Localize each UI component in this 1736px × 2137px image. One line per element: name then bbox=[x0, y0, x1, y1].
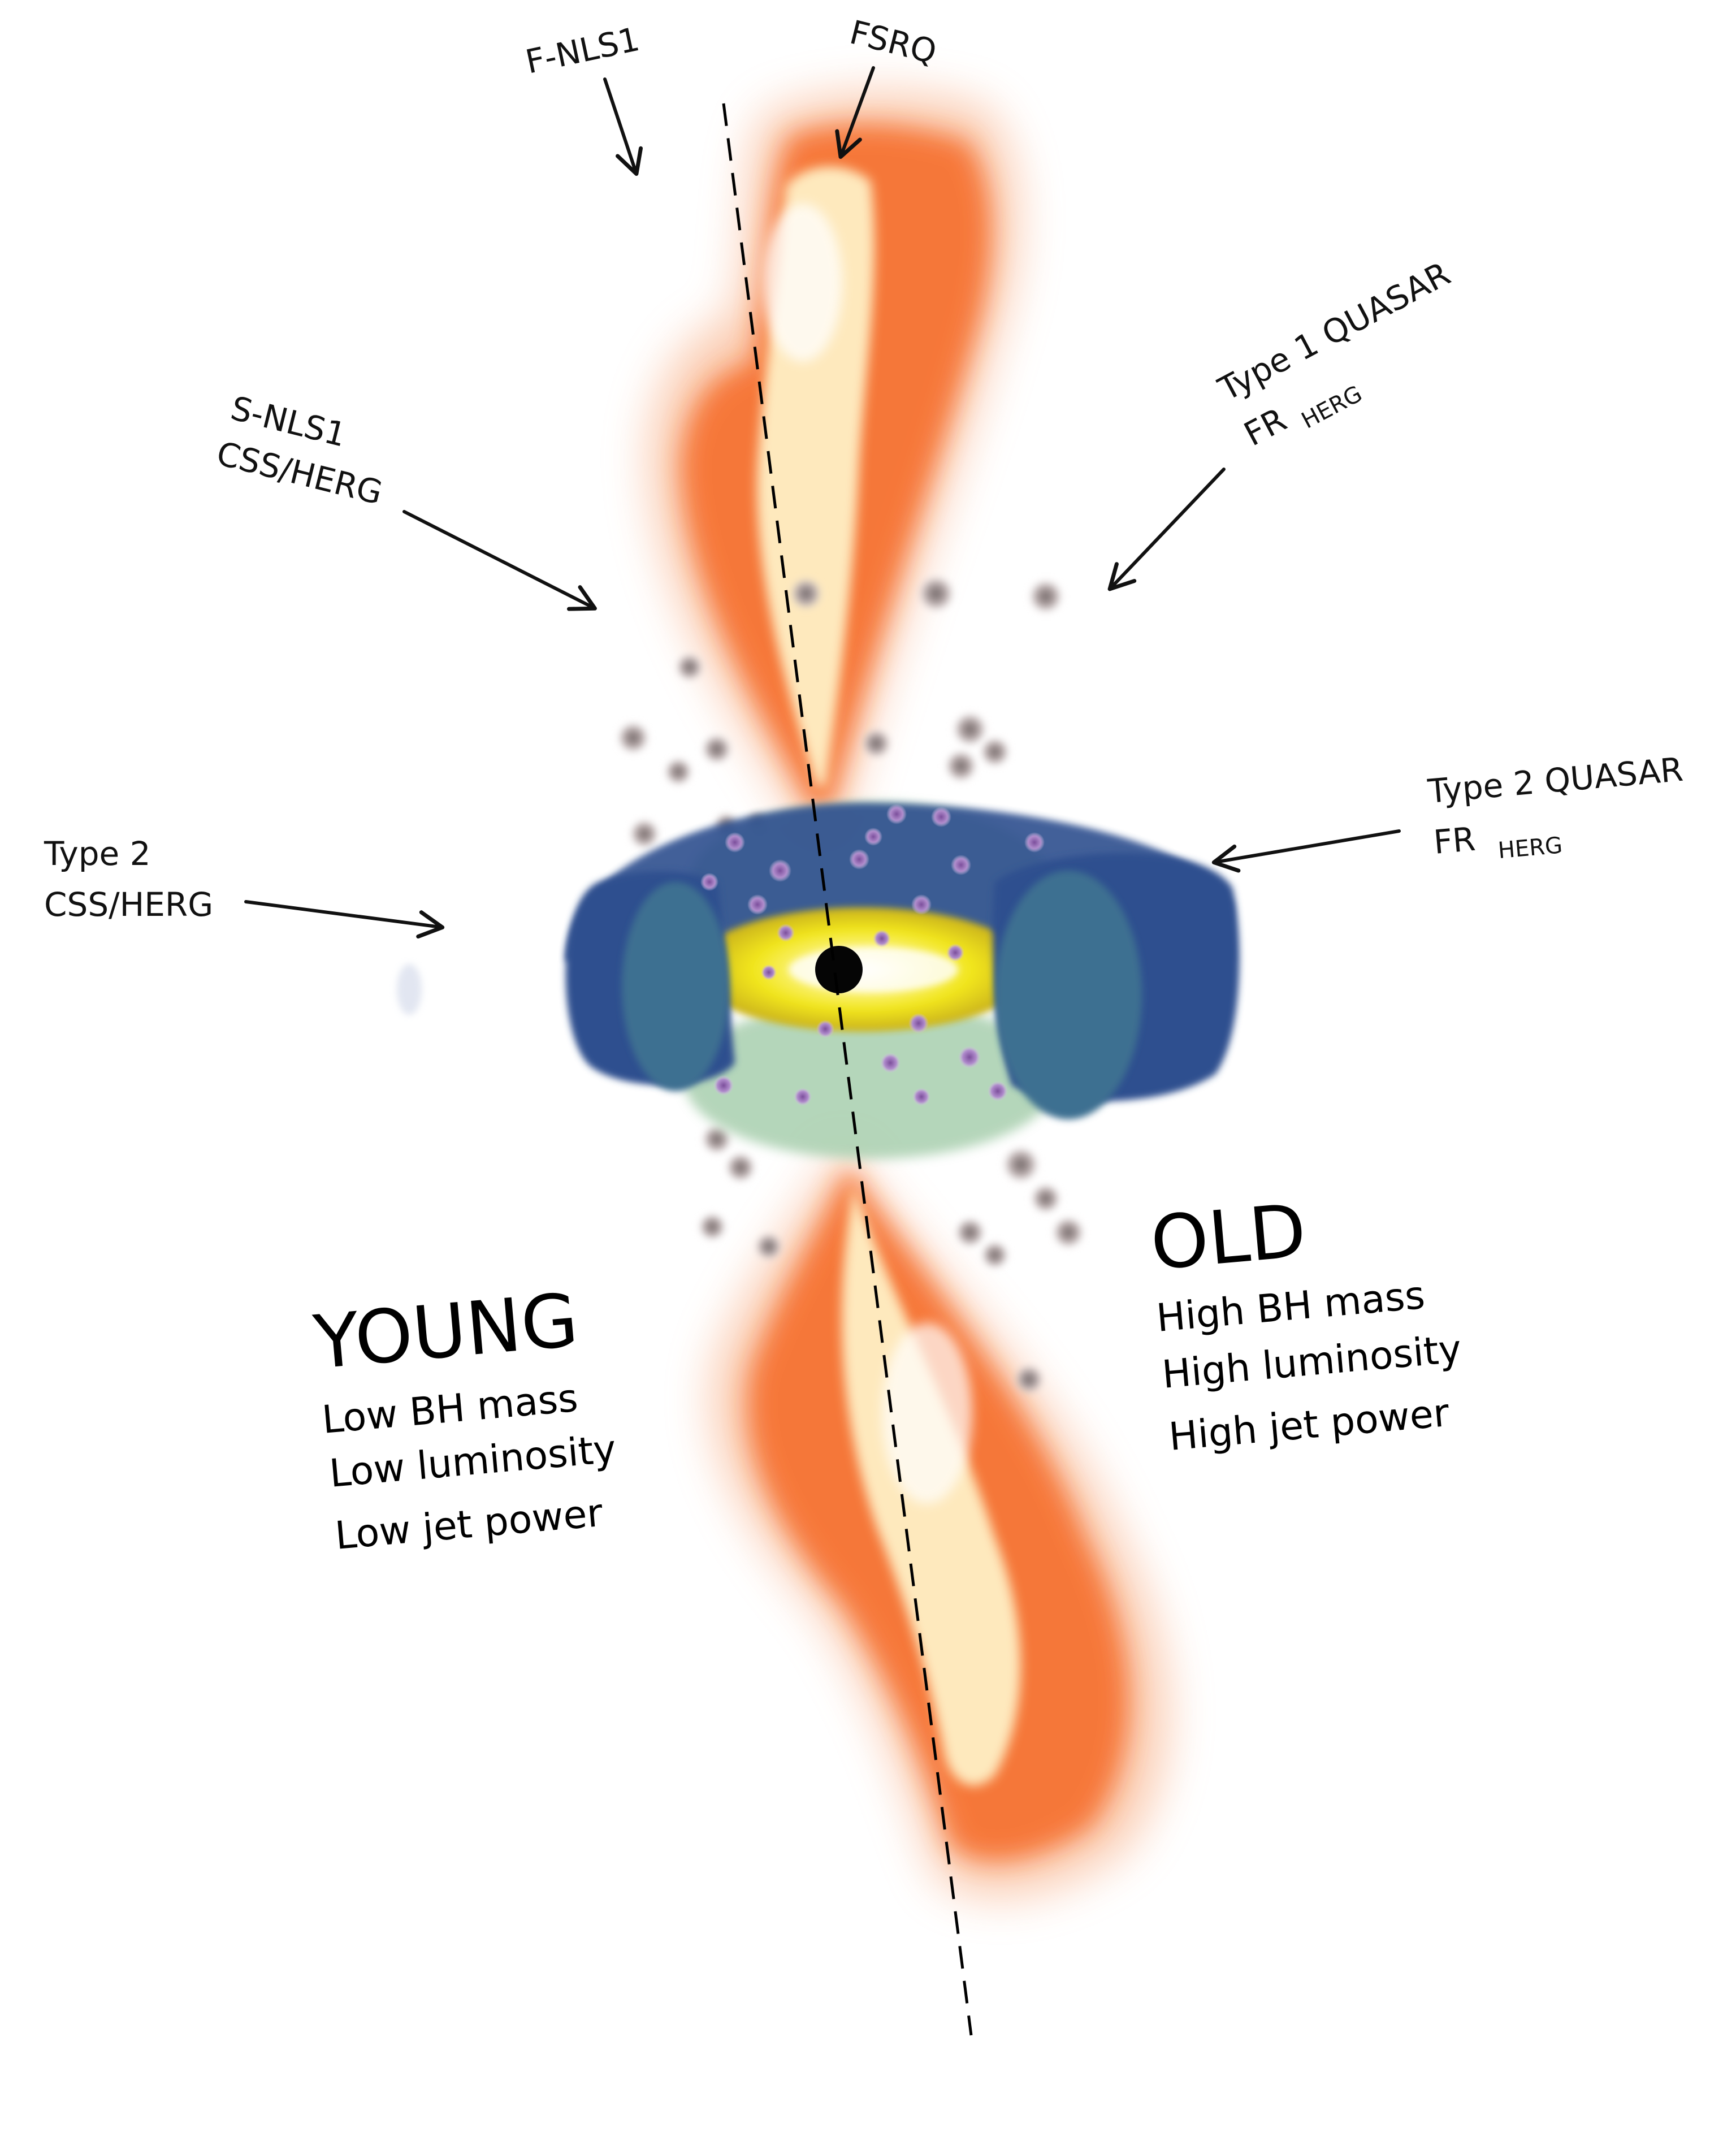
nlr-cloud bbox=[754, 1232, 783, 1261]
label-type2-fr-subscript: HERG bbox=[1497, 832, 1564, 864]
blr-cloud bbox=[1024, 832, 1045, 853]
nlr-cloud bbox=[725, 1152, 756, 1183]
blr-cloud bbox=[864, 828, 882, 846]
nlr-cloud bbox=[860, 728, 892, 759]
nlr-cloud bbox=[952, 711, 988, 747]
old-line-3: High jet power bbox=[1167, 1391, 1451, 1460]
nlr-cloud bbox=[698, 1212, 727, 1241]
blr-cloud bbox=[951, 855, 971, 875]
label-fsrq: FSRQ bbox=[846, 13, 941, 72]
nlr-cloud bbox=[1051, 1215, 1085, 1249]
blr-cloud bbox=[880, 1053, 901, 1073]
label-f-nls1: F-NLS1 bbox=[522, 20, 643, 81]
blr-cloud bbox=[849, 849, 869, 869]
arrow-type1-quasar bbox=[1107, 468, 1226, 591]
blr-cloud bbox=[931, 807, 951, 827]
blr-cloud bbox=[886, 804, 907, 824]
nlr-cloud bbox=[954, 1217, 986, 1248]
young-line-1: Low BH mass bbox=[321, 1376, 580, 1443]
nlr-cloud bbox=[1028, 578, 1064, 615]
nlr-cloud bbox=[944, 749, 978, 783]
nlr-cloud bbox=[616, 721, 650, 755]
narrow-line-region-clouds bbox=[616, 574, 1085, 1395]
blr-cloud bbox=[912, 1088, 930, 1106]
nlr-cloud bbox=[1030, 1183, 1062, 1214]
young-line-3: Low jet power bbox=[334, 1491, 605, 1559]
blr-cloud bbox=[958, 1046, 981, 1068]
nlr-cloud bbox=[701, 1123, 733, 1155]
nlr-cloud bbox=[701, 733, 733, 765]
blr-cloud bbox=[946, 944, 964, 962]
arrow-fsrq bbox=[835, 66, 875, 159]
torus-left-face bbox=[622, 882, 729, 1091]
blr-cloud bbox=[988, 1081, 1008, 1101]
blr-cloud bbox=[713, 1075, 734, 1096]
nlr-cloud bbox=[629, 818, 660, 850]
blr-cloud bbox=[873, 929, 891, 948]
blr-cloud bbox=[747, 894, 768, 915]
nlr-cloud bbox=[789, 577, 823, 611]
inner-region-bottom bbox=[684, 1001, 1057, 1159]
young-block: YOUNG Low BH mass Low luminosity Low jet… bbox=[310, 1277, 618, 1559]
broad-line-region-clouds bbox=[700, 804, 1045, 1106]
blr-cloud bbox=[911, 894, 932, 915]
young-title: YOUNG bbox=[310, 1277, 581, 1386]
nlr-cloud bbox=[675, 652, 704, 682]
upper-jet bbox=[650, 93, 1017, 837]
lower-jet bbox=[712, 1148, 1167, 1897]
old-line-2: High luminosity bbox=[1161, 1327, 1464, 1398]
label-snls1-css: CSS/HERG bbox=[213, 434, 387, 512]
old-title: OLD bbox=[1147, 1188, 1309, 1287]
black-hole bbox=[815, 946, 863, 993]
old-block: OLD High BH mass High luminosity High je… bbox=[1147, 1188, 1463, 1460]
label-type2-quasar: Type 2 QUASAR bbox=[1426, 750, 1685, 811]
arrow-type2-left bbox=[244, 900, 445, 939]
nlr-cloud bbox=[1013, 1364, 1045, 1395]
blr-cloud bbox=[769, 859, 791, 882]
lower-jet-hotspot bbox=[882, 1323, 972, 1504]
nlr-cloud bbox=[1002, 1145, 1040, 1184]
blr-cloud bbox=[761, 964, 777, 980]
central-engine bbox=[565, 803, 1240, 1159]
upper-jet-hotspot bbox=[763, 204, 842, 362]
label-type1-quasar: Type 1 QUASAR bbox=[1212, 254, 1456, 409]
blr-cloud bbox=[777, 924, 795, 942]
label-type2-fr: FR HERG bbox=[1432, 812, 1564, 869]
blr-cloud bbox=[725, 832, 745, 853]
torus-right-face bbox=[995, 871, 1142, 1119]
accretion-disk-inner bbox=[789, 947, 958, 992]
label-type2-left-css: CSS/HERG bbox=[44, 885, 213, 924]
old-line-1: High BH mass bbox=[1155, 1273, 1427, 1341]
faint-smudge bbox=[397, 964, 422, 1015]
blr-cloud bbox=[794, 1088, 812, 1106]
jet-axis-line bbox=[722, 103, 973, 2036]
label-type2-left: Type 2 bbox=[44, 834, 151, 873]
nlr-cloud bbox=[980, 1240, 1010, 1270]
blr-cloud bbox=[908, 1013, 929, 1033]
arrow-type2-quasar bbox=[1211, 829, 1401, 873]
arrow-snls1 bbox=[402, 510, 597, 611]
arrow-f-nls1 bbox=[603, 77, 643, 176]
nlr-cloud bbox=[979, 736, 1011, 768]
nlr-cloud bbox=[664, 757, 693, 786]
blr-cloud bbox=[700, 873, 718, 891]
nlr-cloud bbox=[917, 574, 955, 613]
arrows bbox=[244, 66, 1401, 939]
blr-cloud bbox=[816, 1020, 834, 1038]
label-type1-fr-subscript: HERG bbox=[1297, 381, 1366, 434]
